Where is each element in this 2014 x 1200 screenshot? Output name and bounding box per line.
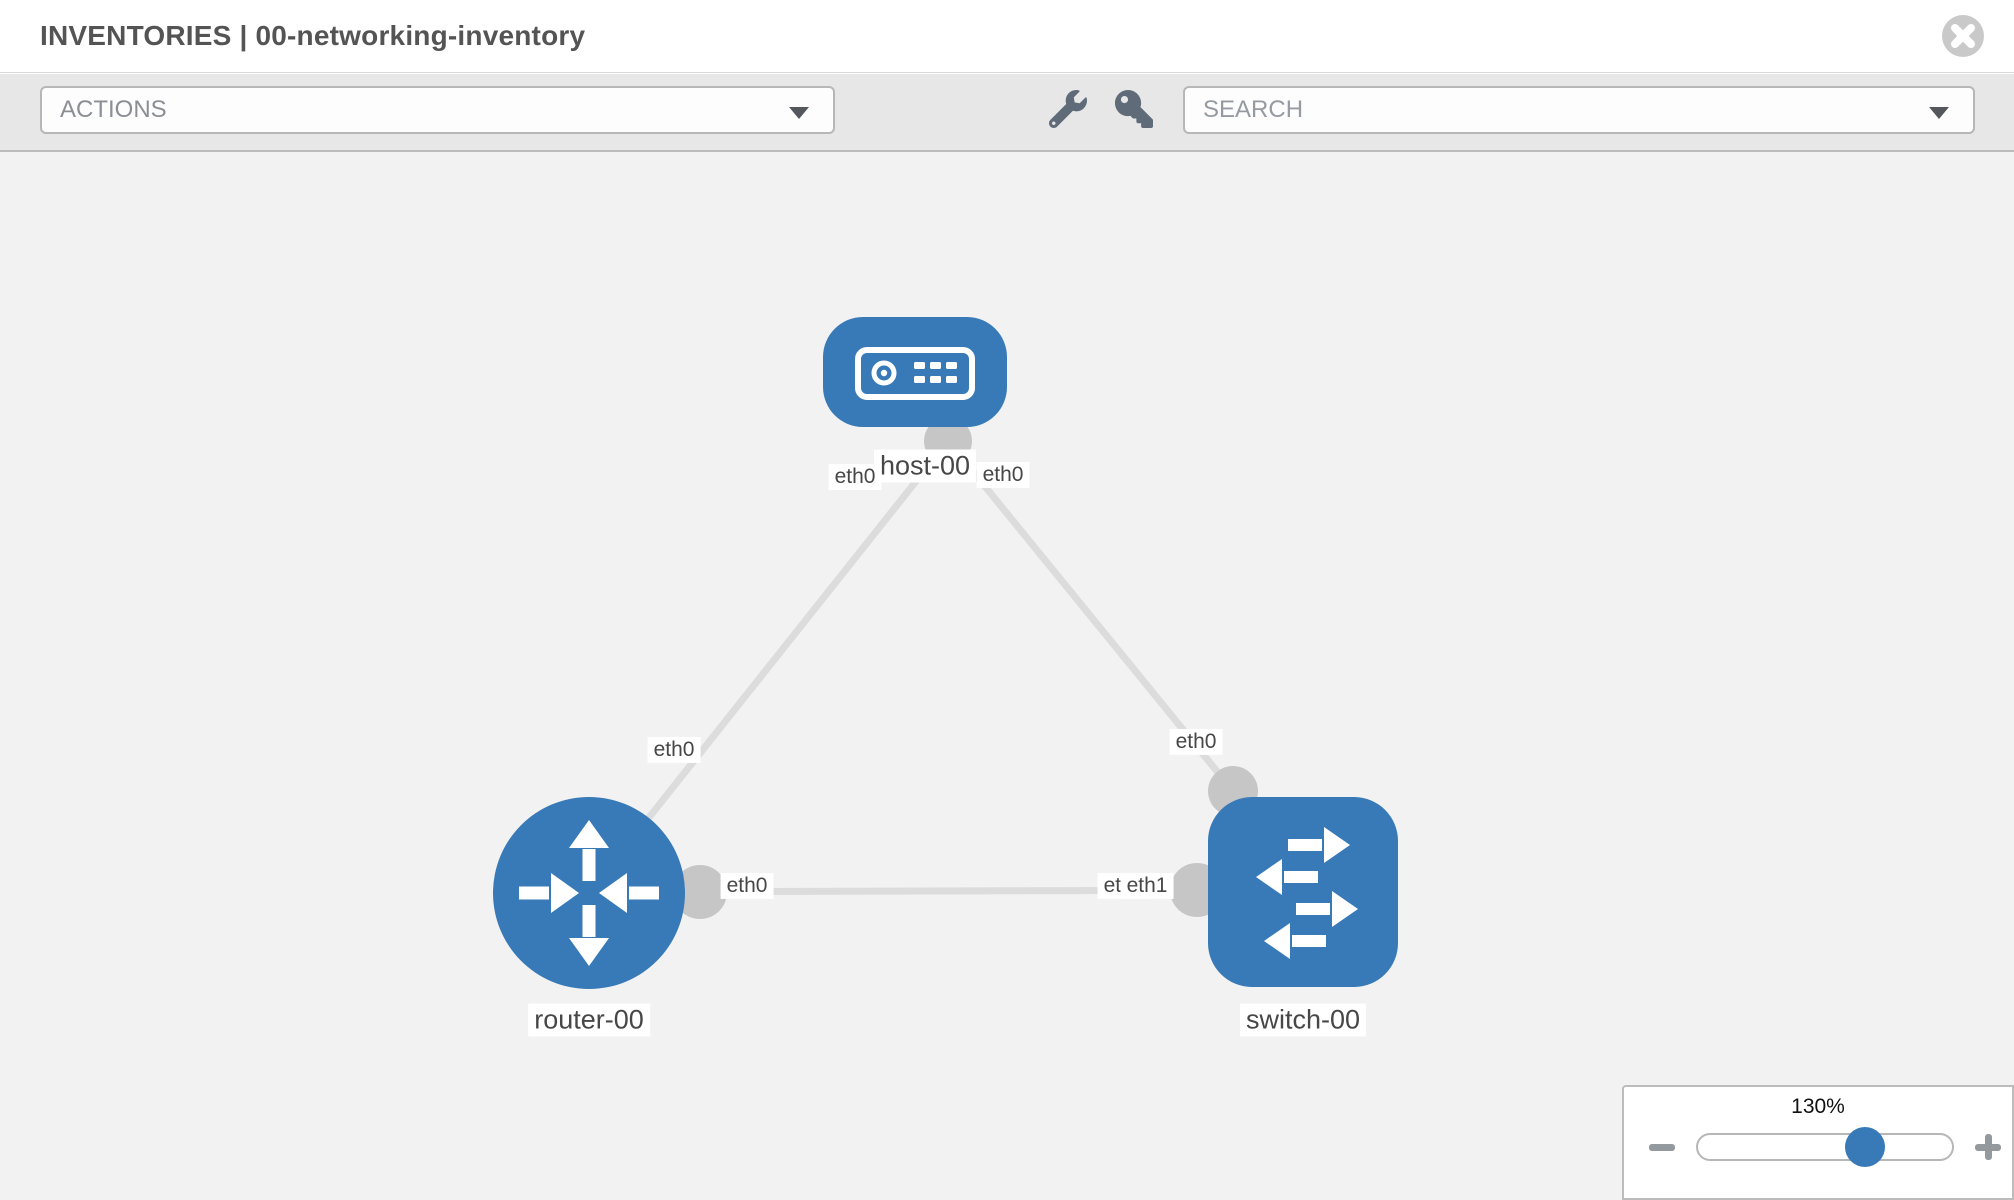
actions-dropdown-label: ACTIONS [60,96,167,123]
close-icon [1942,15,1984,57]
interface-label-switch-eth0-uplink: eth0 [1169,728,1223,756]
port-router-icon [673,865,727,919]
minus-icon [1649,1144,1675,1151]
topology-canvas[interactable]: host-00 router-00 switch-00 eth0 eth0 et… [0,152,2014,1200]
wrench-icon [1048,89,1087,128]
actions-dropdown[interactable]: ACTIONS [40,86,835,134]
router-arrows-icon [519,820,659,966]
interface-label-router-eth0-uplink: eth0 [647,736,701,764]
close-button[interactable] [1940,13,1986,59]
zoom-slider-thumb[interactable] [1845,1127,1885,1167]
topology-links [586,438,1304,896]
search-input[interactable] [1203,96,1923,124]
interface-ports [673,417,1258,919]
node-label-switch: switch-00 [1239,1003,1367,1037]
host-device-icon [855,347,975,400]
search-dropdown[interactable] [1183,86,1975,134]
node-label-host: host-00 [873,449,977,483]
credentials-button[interactable] [1112,88,1156,132]
interface-label-switch-eth1: eth1 [1120,872,1174,900]
interface-label-host-eth0-right: eth0 [976,461,1030,489]
chevron-down-icon [789,107,809,119]
node-label-router: router-00 [528,1003,650,1037]
toolbar: ACTIONS [0,74,2014,152]
key-icon [1115,89,1153,128]
interface-label-host-eth0-left: eth0 [828,463,882,491]
zoom-in-button[interactable] [1968,1127,2008,1167]
switch-arrows-icon [1256,827,1358,959]
zoom-out-button[interactable] [1642,1127,1682,1167]
titlebar: INVENTORIES | 00-networking-inventory [0,0,2014,73]
zoom-level-value: 130% [1791,1095,1845,1118]
page-title: INVENTORIES | 00-networking-inventory [40,20,586,51]
node-host[interactable] [823,317,1007,427]
chevron-down-icon [1929,107,1949,119]
tools-button[interactable] [1046,88,1090,132]
interface-label-router-eth0-right: eth0 [720,872,774,900]
zoom-panel: 130% [1622,1085,2014,1200]
node-switch[interactable] [1208,797,1398,987]
node-router[interactable] [493,797,685,989]
plus-icon-vertical-bar [1985,1134,1992,1160]
link-host-router[interactable] [586,438,951,896]
zoom-slider-track[interactable] [1696,1127,1954,1167]
